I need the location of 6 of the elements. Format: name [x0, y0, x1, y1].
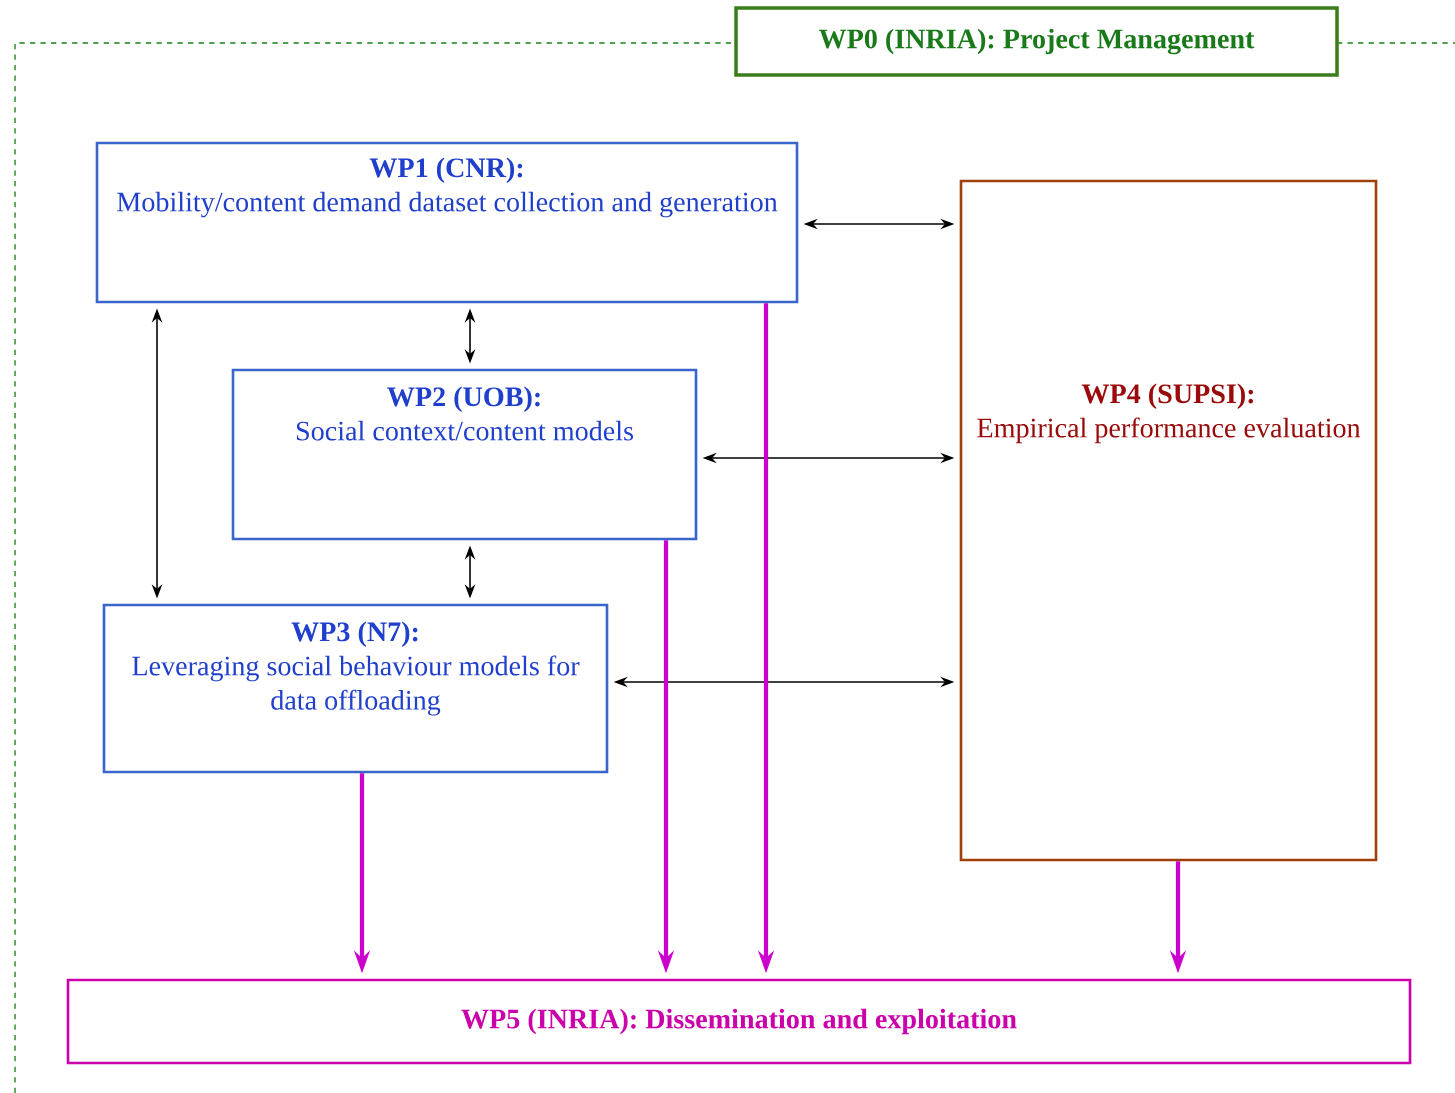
process-box: WP2 (UOB): Social context/content models — [231, 368, 698, 541]
process-box: WP4 (SUPSI): Empirical performance evaluation — [959, 179, 1378, 862]
process-box: WP3 (N7): Leveraging social behaviour models for data offloading — [102, 603, 609, 774]
process-box: WP1 (CNR): Mobility/content demand dataset collection and generation — [95, 141, 799, 304]
process-box: WP5 (INRIA): Dissemination and exploitation — [66, 978, 1412, 1065]
header-box: WP0 (INRIA): Project Management — [734, 6, 1339, 77]
